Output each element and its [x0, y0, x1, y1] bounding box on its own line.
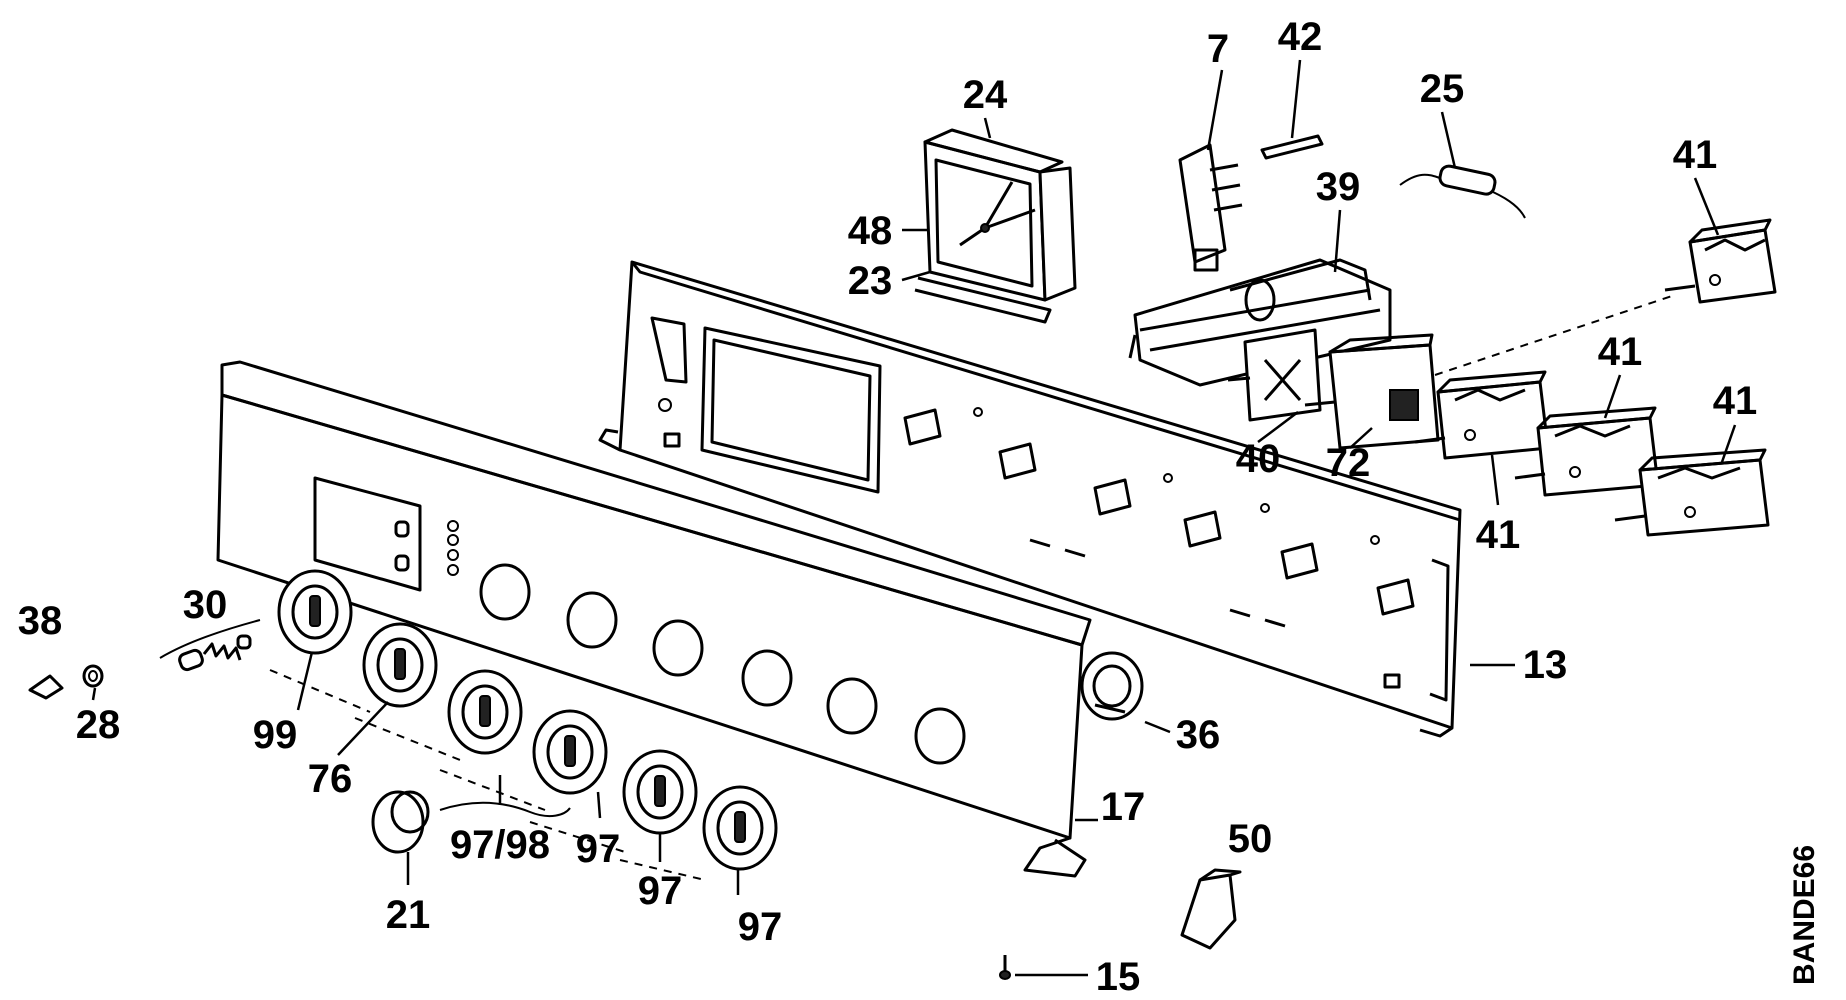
- regulator-part: [1304, 333, 1440, 450]
- label-38: 38: [18, 599, 63, 643]
- knob-76: [362, 622, 438, 708]
- label-97-a: 97: [576, 827, 621, 871]
- label-42: 42: [1278, 15, 1323, 59]
- knob-97-a: [532, 709, 608, 795]
- label-41-low: 41: [1476, 513, 1521, 557]
- leader-lines: [91, 59, 1737, 977]
- clock-timer-assembly: [914, 128, 1077, 324]
- resistor-part: [1399, 164, 1526, 219]
- label-72: 72: [1326, 441, 1371, 485]
- label-41-mid: 41: [1598, 330, 1643, 374]
- label-28: 28: [76, 703, 121, 747]
- label-97-98: 97/98: [450, 823, 550, 867]
- front-fascia-panel: [216, 360, 1092, 878]
- screw-15: [999, 955, 1011, 980]
- multi-function-switch: [1128, 258, 1392, 387]
- knob-97-c: [702, 785, 778, 871]
- label-21: 21: [386, 893, 431, 937]
- label-99: 99: [253, 713, 298, 757]
- knob-97-98: [447, 669, 523, 755]
- drawing-code: BANDE66: [1788, 844, 1821, 985]
- push-button-21: [371, 790, 430, 854]
- label-40: 40: [1236, 437, 1281, 481]
- label-39: 39: [1316, 165, 1361, 209]
- label-15: 15: [1096, 955, 1141, 999]
- washer-28: [82, 664, 104, 688]
- label-36: 36: [1176, 713, 1221, 757]
- thermostat-part: [1227, 328, 1322, 422]
- knob-99: [277, 569, 353, 655]
- label-23: 23: [848, 259, 893, 303]
- part-labels: 7 42 24 25 41 39 48 23 41 41 40 72 41 13…: [18, 15, 1758, 999]
- label-7: 7: [1207, 27, 1229, 71]
- connector-bar-part: [1260, 134, 1324, 160]
- label-17: 17: [1101, 785, 1146, 829]
- relay-switch-part: [1178, 143, 1243, 272]
- clip-38: [28, 674, 64, 700]
- leader-wave-97-98: [439, 801, 571, 818]
- energy-regulator-top: [1664, 218, 1777, 304]
- energy-regulator-low: [1614, 448, 1770, 537]
- knob-97-b: [622, 749, 698, 835]
- label-24: 24: [963, 73, 1008, 117]
- label-30: 30: [183, 583, 228, 627]
- label-41-right: 41: [1713, 379, 1758, 423]
- spring-30: [159, 619, 261, 672]
- bracket-50: [1180, 868, 1242, 950]
- assembly-line-regulators: [1434, 294, 1676, 376]
- label-50: 50: [1228, 817, 1273, 861]
- label-48: 48: [848, 209, 893, 253]
- rear-panel-bracket: [598, 260, 1462, 738]
- label-41-top: 41: [1673, 133, 1718, 177]
- knob-adapter-36: [1080, 651, 1144, 721]
- label-97-b: 97: [638, 869, 683, 913]
- label-97-c: 97: [738, 905, 783, 949]
- label-13: 13: [1523, 643, 1568, 687]
- label-76: 76: [308, 757, 353, 801]
- label-25: 25: [1420, 67, 1465, 111]
